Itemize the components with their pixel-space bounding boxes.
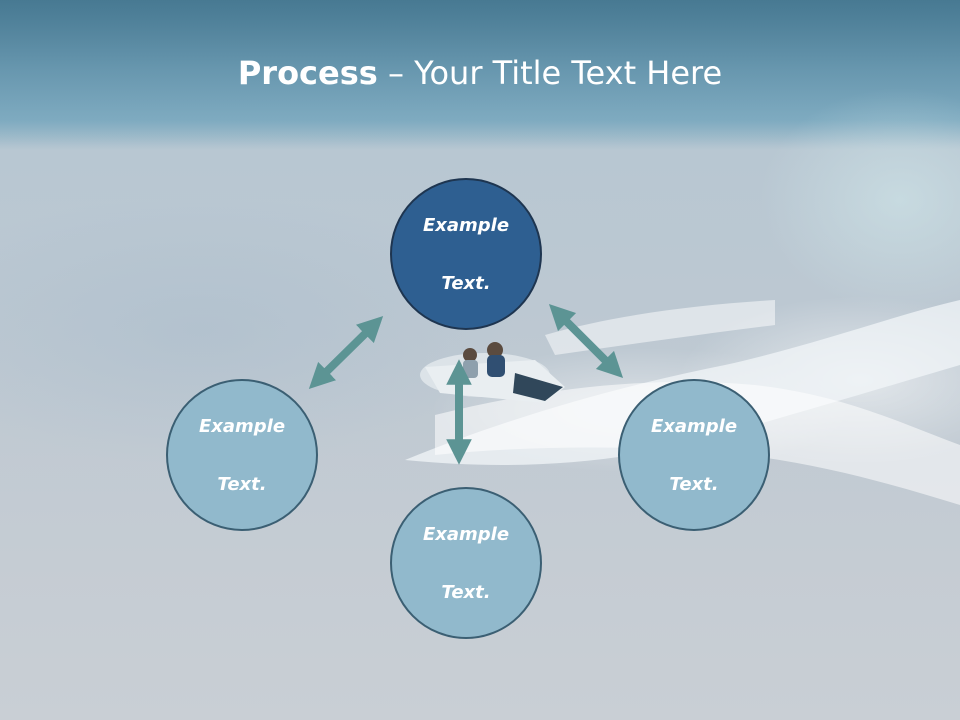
node-right-line2: Text. bbox=[669, 473, 719, 495]
node-bottom-line2: Text. bbox=[441, 581, 491, 603]
title-rest: – Your Title Text Here bbox=[377, 54, 723, 92]
title-bold: Process bbox=[237, 54, 378, 92]
node-left-line1: Example bbox=[198, 415, 286, 437]
header-band bbox=[0, 0, 960, 145]
node-bottom-line1: Example bbox=[422, 523, 510, 545]
node-top-line1: Example bbox=[422, 214, 510, 236]
slide-title: Process – Your Title Text Here bbox=[0, 54, 960, 92]
node-right-line1: Example bbox=[650, 415, 738, 437]
node-top-line2: Text. bbox=[441, 272, 491, 294]
node-left-line2: Text. bbox=[217, 473, 267, 495]
